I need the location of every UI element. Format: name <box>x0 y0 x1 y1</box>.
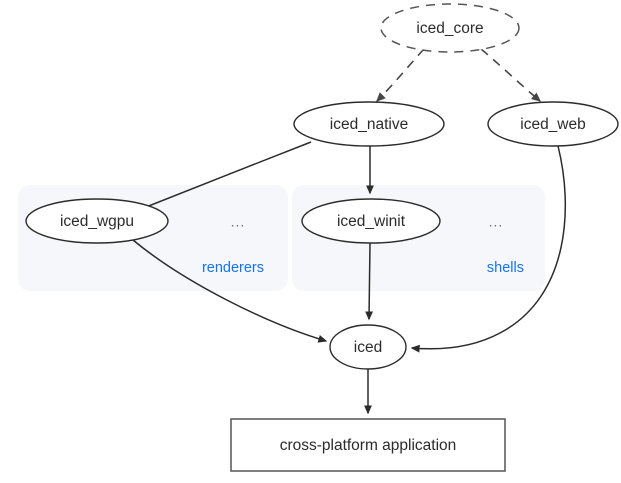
box-shape-application <box>230 418 506 472</box>
node-iced[interactable]: iced <box>329 324 407 370</box>
node-iced_core[interactable]: iced_core <box>380 3 520 53</box>
edge-wgpu-to-iced <box>132 239 328 343</box>
node-label-iced: iced <box>354 339 382 356</box>
cluster-label-renderers: renderers <box>202 260 264 276</box>
edge-core-to-web <box>480 48 542 102</box>
node-shape-iced_winit <box>301 198 441 244</box>
node-shape-iced_core <box>380 3 520 53</box>
ellipsis-group: ...... <box>231 214 504 230</box>
edge-native-to-wgpu <box>134 141 312 212</box>
node-shape-iced <box>329 324 407 370</box>
node-label-iced_core: iced_core <box>416 20 483 37</box>
node-label-iced_winit: iced_winit <box>337 213 406 230</box>
box-application[interactable]: cross-platform application <box>230 418 506 472</box>
node-iced_wgpu[interactable]: iced_wgpu <box>25 198 169 244</box>
node-iced_web[interactable]: iced_web <box>487 101 619 147</box>
node-shape-iced_wgpu <box>25 198 169 244</box>
node-label-iced_wgpu: iced_wgpu <box>60 213 134 230</box>
box-label-application: cross-platform application <box>280 437 457 454</box>
node-iced_winit[interactable]: iced_winit <box>301 198 441 244</box>
node-shape-iced_native <box>293 101 445 147</box>
box-group: cross-platform application <box>230 418 506 472</box>
edge-web-to-iced <box>410 145 567 353</box>
ellipsis-renderers-more: ... <box>231 214 246 230</box>
edge-winit-to-iced <box>365 242 374 321</box>
node-label-iced_web: iced_web <box>520 116 586 133</box>
edge-group <box>132 48 567 415</box>
node-label-iced_native: iced_native <box>330 116 408 133</box>
node-iced_native[interactable]: iced_native <box>293 101 445 147</box>
edge-core-to-native <box>375 48 425 103</box>
node-shape-iced_web <box>487 101 619 147</box>
cluster-label-shells: shells <box>487 260 524 276</box>
ellipsis-shells-more: ... <box>489 214 504 230</box>
